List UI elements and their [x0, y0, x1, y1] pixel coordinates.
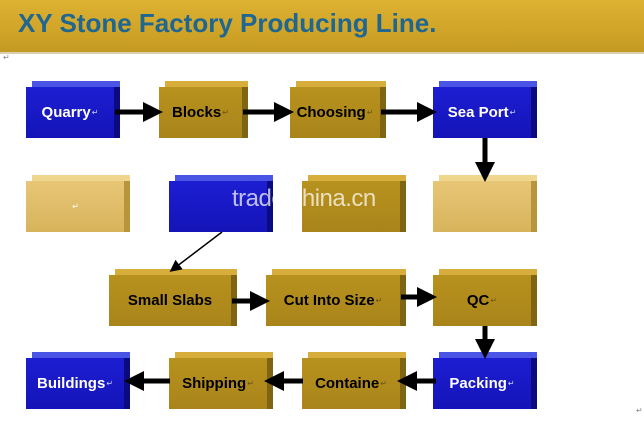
box-quarry: Quarry↵: [26, 81, 120, 138]
box-blank-2: [169, 175, 273, 232]
box-cut-into-size: Cut Into Size↵: [266, 269, 406, 326]
paragraph-mark: ↵: [3, 53, 10, 62]
box-sea-port-label: Sea Port: [447, 104, 509, 121]
box-buildings: Buildings↵: [26, 352, 130, 409]
box-blank-4: [433, 175, 537, 232]
box-blocks: Blocks↵: [159, 81, 248, 138]
box-packing: Packing↵: [433, 352, 537, 409]
box-choosing: Choosing↵: [290, 81, 386, 138]
box-buildings-label: Buildings: [36, 375, 106, 392]
box-blank-3: [302, 175, 406, 232]
box-blank-1: ↵: [26, 175, 130, 232]
paragraph-mark-end: ↵: [636, 406, 643, 415]
arrow-diagonal-small-slabs: [169, 231, 223, 272]
box-quarry-label: Quarry: [41, 104, 91, 121]
watermark-text: trade.china.cn: [232, 185, 376, 212]
box-choosing-label: Choosing: [296, 104, 366, 121]
box-cut-into-size-label: Cut Into Size: [283, 292, 375, 309]
box-shipping-label: Shipping: [182, 375, 247, 392]
box-blocks-label: Blocks: [172, 104, 222, 121]
box-qc: QC↵: [433, 269, 537, 326]
box-shipping: Shipping↵: [169, 352, 273, 409]
box-sea-port: Sea Port↵: [433, 81, 537, 138]
box-containe: Containe↵: [302, 352, 406, 409]
page-title: XY Stone Factory Producing Line.: [18, 8, 437, 38]
box-packing-label: Packing: [449, 375, 507, 392]
box-small-slabs-label: Small Slabs: [127, 292, 213, 309]
box-qc-label: QC: [466, 292, 490, 309]
box-small-slabs: Small Slabs: [109, 269, 237, 326]
box-containe-label: Containe: [315, 375, 380, 392]
title-banner: XY Stone Factory Producing Line.: [0, 0, 644, 54]
